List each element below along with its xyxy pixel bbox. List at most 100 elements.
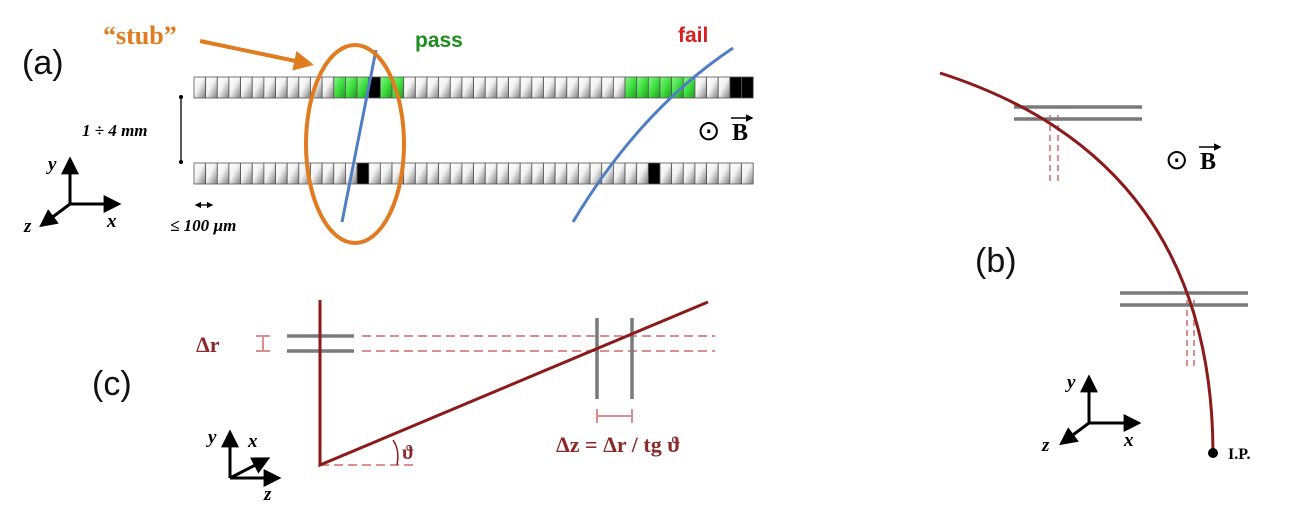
sensor-cell bbox=[519, 76, 533, 99]
sensor-cell bbox=[251, 162, 265, 185]
stub-label: “stub” bbox=[103, 21, 177, 50]
sensor-cell bbox=[613, 162, 626, 185]
interaction-point bbox=[1208, 448, 1218, 458]
sensors-b bbox=[1014, 105, 1248, 307]
theta-arc bbox=[392, 439, 399, 466]
sensor-cell bbox=[636, 162, 649, 185]
axes-b bbox=[1059, 374, 1142, 446]
axis-x-label-c: x bbox=[247, 431, 258, 452]
sensor-cell bbox=[531, 76, 544, 99]
panel-c-label: (c) bbox=[92, 365, 132, 403]
sensor-cell bbox=[321, 162, 335, 185]
top-sensor-layer bbox=[193, 76, 754, 99]
sensor-cell bbox=[438, 162, 451, 185]
sensor-cell-hit bbox=[647, 162, 661, 185]
sensor-cell-hit bbox=[356, 162, 370, 185]
sensor-cell bbox=[729, 162, 742, 185]
panel-b-label: (b) bbox=[975, 242, 1017, 280]
pitch-label: ≤ 100 µm bbox=[170, 216, 236, 235]
sensor-cell bbox=[438, 76, 451, 99]
sensor-cell bbox=[473, 76, 486, 99]
sensor-cell bbox=[613, 76, 626, 99]
sensor-cell bbox=[461, 76, 475, 99]
sensor-cell bbox=[473, 162, 486, 185]
bfield-label-b: B bbox=[1200, 149, 1216, 175]
sensor-cell bbox=[263, 162, 276, 185]
axis-z-label-b: z bbox=[1041, 435, 1050, 456]
sensor-cell-hit bbox=[729, 76, 742, 99]
sensor-cell bbox=[333, 162, 346, 185]
axis-y-label-c: y bbox=[206, 427, 217, 448]
sensor-cell bbox=[554, 162, 568, 185]
sensor-cell bbox=[368, 162, 381, 185]
sensor-cell bbox=[543, 162, 556, 185]
sensor-cell bbox=[531, 162, 544, 185]
bfield-symbol-b: ⊙ bbox=[1165, 145, 1188, 176]
sensor-cell bbox=[508, 76, 521, 99]
stub-track bbox=[340, 49, 378, 223]
sensor-cell bbox=[484, 76, 498, 99]
axis-y-label-b: y bbox=[1065, 372, 1076, 393]
sensor-cell-pass bbox=[624, 76, 638, 99]
separation-label: 1 ÷ 4 mm bbox=[82, 121, 148, 140]
sensor-cell bbox=[240, 76, 253, 99]
sensors-c-vertical bbox=[595, 318, 634, 399]
panel-a-label: (a) bbox=[22, 44, 64, 82]
sensor-cell bbox=[228, 76, 241, 99]
sensor-cell bbox=[426, 76, 440, 99]
axis-z-label-c: z bbox=[263, 484, 272, 505]
sensor-cell bbox=[275, 162, 288, 185]
sensor-cell bbox=[671, 162, 684, 185]
sensor-cell bbox=[508, 162, 521, 185]
panel-c: (c) Δr Δz = Δr / tg ϑ bbox=[92, 300, 715, 505]
panel-a: (a) 1 ÷ 4 mm ≤ 100 µm “stub” pass fail ⊙… bbox=[22, 21, 754, 245]
sensor-cell bbox=[461, 162, 475, 185]
sensor-cell bbox=[659, 162, 673, 185]
sensor-cell bbox=[263, 76, 276, 99]
sensor-cell bbox=[601, 76, 614, 99]
sensor-cell bbox=[717, 76, 731, 99]
sensor-cell bbox=[566, 76, 579, 99]
sensor-cell bbox=[403, 162, 416, 185]
sensor-cell bbox=[240, 162, 253, 185]
sensor-cell bbox=[228, 162, 241, 185]
sensor-cell bbox=[578, 76, 591, 99]
sensor-cell-pass bbox=[636, 76, 649, 99]
sensor-cell bbox=[694, 162, 708, 185]
stub-ellipse bbox=[304, 43, 406, 245]
sensor-cell bbox=[706, 76, 719, 99]
sensor-cell bbox=[566, 162, 579, 185]
sensor-cell bbox=[589, 76, 603, 99]
dashed-levels-c bbox=[320, 335, 715, 466]
sensor-cell bbox=[741, 162, 754, 185]
pass-label: pass bbox=[415, 29, 463, 52]
sensor-cell bbox=[205, 76, 218, 99]
sensor-cell bbox=[205, 162, 218, 185]
track-c bbox=[318, 300, 709, 468]
sensor-cell bbox=[216, 76, 230, 99]
sensor-cell bbox=[519, 162, 533, 185]
sensor-cell bbox=[414, 162, 428, 185]
axis-x-label-b: x bbox=[1123, 430, 1134, 451]
axis-x-label: x bbox=[106, 211, 117, 232]
stub-arrow bbox=[199, 39, 314, 71]
sensor-cell bbox=[298, 76, 311, 99]
sensor-cell bbox=[216, 162, 230, 185]
theta-label: ϑ bbox=[402, 442, 414, 464]
sensor-cell-pass bbox=[659, 76, 673, 99]
sensor-cell bbox=[449, 162, 463, 185]
sensor-cell bbox=[426, 162, 440, 185]
sensor-cell bbox=[682, 162, 696, 185]
fail-label: fail bbox=[678, 24, 708, 47]
sensor-cell bbox=[624, 162, 638, 185]
track-arc-b bbox=[939, 71, 1215, 454]
sensor-cell bbox=[251, 76, 265, 99]
sensor-cell bbox=[554, 76, 568, 99]
separation-dimension bbox=[179, 95, 183, 164]
sensor-cell bbox=[275, 76, 288, 99]
sensor-cell bbox=[379, 162, 393, 185]
axis-y-label: y bbox=[46, 154, 57, 175]
sensor-cell bbox=[543, 76, 556, 99]
sensor-cell-pass bbox=[333, 76, 346, 99]
sensor-cell bbox=[706, 162, 719, 185]
